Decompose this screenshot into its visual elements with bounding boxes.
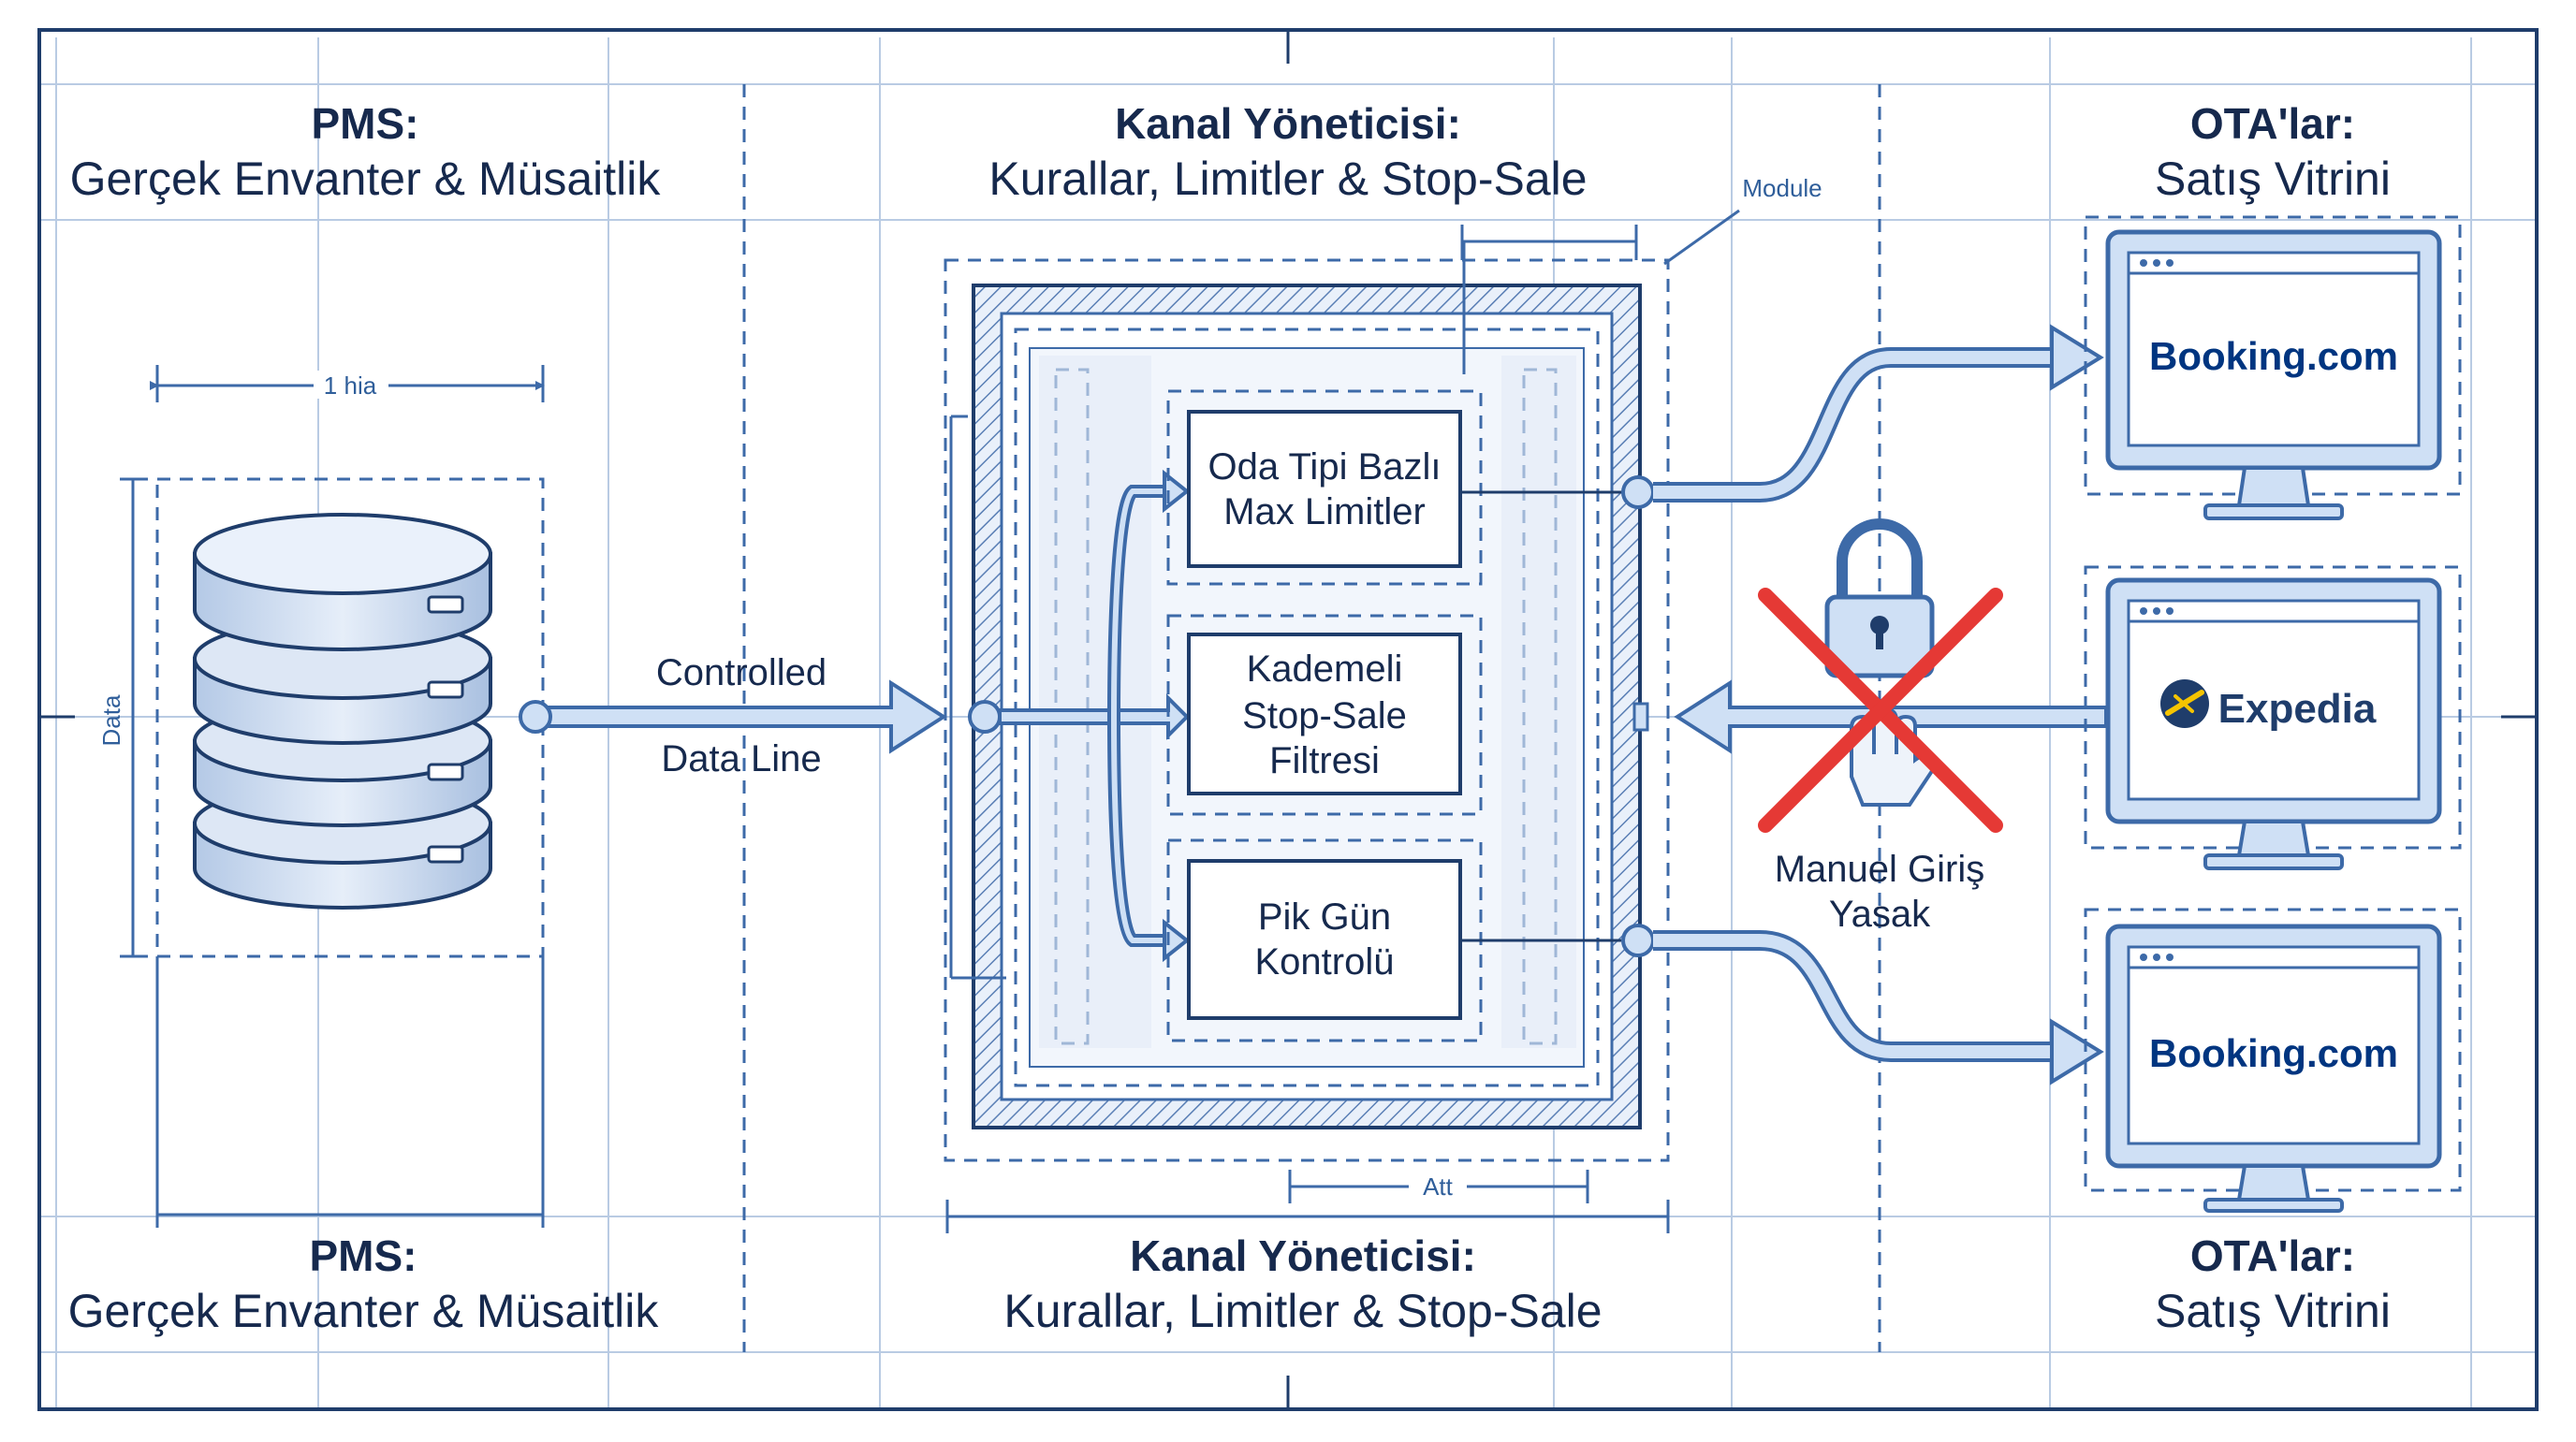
data-side-annotation: Data xyxy=(97,694,125,746)
pms-title-bottom: PMS: xyxy=(310,1231,417,1280)
otas-subtitle-bottom: Satış Vitrini xyxy=(2155,1285,2391,1337)
expedia-logo-text: Expedia xyxy=(2218,686,2377,732)
pms-subtitle-top: Gerçek Envanter & Müsaitlik xyxy=(70,153,662,205)
otas-title-top: OTA'lar: xyxy=(2190,99,2355,148)
module-oda-tipi: Oda Tipi Bazlı Max Limitler xyxy=(1166,389,1483,586)
module-kademeli-line1: Kademeli xyxy=(1247,648,1403,690)
channel-manager-subtitle-top: Kurallar, Limitler & Stop-Sale xyxy=(988,153,1587,205)
otas-subtitle-top: Satış Vitrini xyxy=(2155,153,2391,205)
ota-screen-expedia: Expedia xyxy=(2084,565,2462,870)
database-disk-1 xyxy=(193,513,492,651)
prohibited-cross-icon xyxy=(1758,588,2003,833)
expedia-logo-icon xyxy=(2160,679,2209,728)
link-to-booking-bottom xyxy=(1460,924,2104,1085)
pms-subtitle-bottom: Gerçek Envanter & Müsaitlik xyxy=(68,1285,660,1337)
pms-database-icon: 1 hia Data xyxy=(97,365,545,1228)
module-oda-tipi-line1: Oda Tipi Bazlı xyxy=(1208,446,1441,488)
module-pik-gun: Pik Gün Kontrolü xyxy=(1166,838,1483,1042)
lock-icon xyxy=(1824,518,1935,678)
module-kademeli-line3: Filtresi xyxy=(1269,740,1380,781)
module-oda-tipi-line2: Max Limitler xyxy=(1223,491,1426,532)
pms-title-top: PMS: xyxy=(312,99,419,148)
link-to-booking-top xyxy=(1460,324,2104,509)
width-annotation: 1 hia xyxy=(324,371,377,400)
booking-logo-top: Booking.com xyxy=(2149,334,2398,378)
otas-title-bottom: OTA'lar: xyxy=(2190,1231,2355,1280)
connector-label-line1: Controlled xyxy=(656,652,827,693)
ota-screen-booking-bottom: Booking.com xyxy=(2084,908,2462,1213)
channel-manager-title-bottom: Kanal Yöneticisi: xyxy=(1130,1231,1476,1280)
controlled-data-line xyxy=(519,679,947,754)
module-pik-gun-line1: Pik Gün xyxy=(1258,896,1391,938)
module-kademeli-line2: Stop-Sale xyxy=(1242,695,1407,736)
blocked-label-line2: Yasak xyxy=(1829,894,1931,935)
connector-label-line2: Data Line xyxy=(661,738,821,779)
blocked-label-line1: Manuel Giriş xyxy=(1775,849,1985,890)
module-kademeli: Kademeli Stop-Sale Filtresi xyxy=(1166,614,1483,816)
channel-manager-routing xyxy=(968,469,1191,963)
att-annotation: Att xyxy=(1423,1173,1454,1201)
module-pik-gun-line2: Kontrolü xyxy=(1255,941,1395,983)
module-annotation: Module xyxy=(1742,174,1822,202)
channel-manager-title-top: Kanal Yöneticisi: xyxy=(1115,99,1461,148)
blocked-manual-input xyxy=(1632,518,2108,833)
ota-screen-booking-top: Booking.com xyxy=(2084,215,2462,520)
booking-logo-bottom: Booking.com xyxy=(2149,1031,2398,1075)
channel-manager-subtitle-bottom: Kurallar, Limitler & Stop-Sale xyxy=(1003,1285,1602,1337)
